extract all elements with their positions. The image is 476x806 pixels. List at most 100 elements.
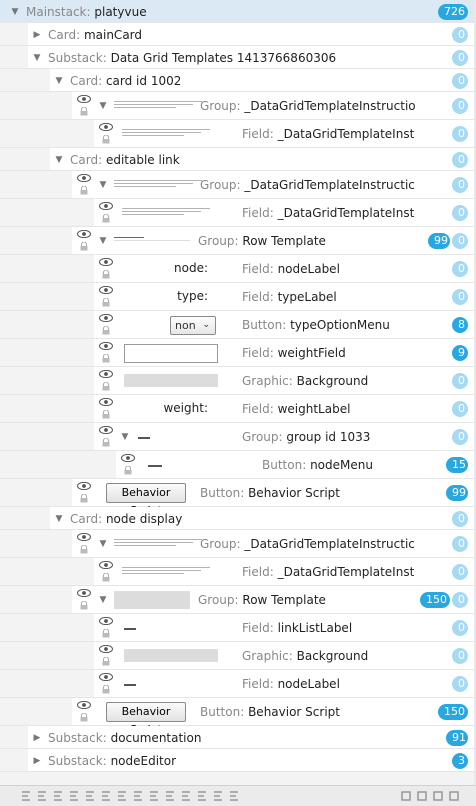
collapse-triangle-icon[interactable]: ▼ bbox=[99, 101, 107, 111]
align-middle-icon[interactable] bbox=[84, 790, 96, 802]
lock-icon[interactable] bbox=[80, 494, 88, 503]
visibility-lock-toggle[interactable] bbox=[76, 479, 92, 507]
visibility-lock-toggle[interactable] bbox=[76, 698, 92, 726]
copy-icon[interactable] bbox=[416, 790, 428, 802]
row-label[interactable]: Substack: nodeEditor bbox=[48, 753, 176, 769]
row-label[interactable]: Button: Behavior Script bbox=[200, 485, 340, 501]
row-label[interactable]: Group: Row Template bbox=[198, 592, 326, 608]
trash-icon[interactable] bbox=[448, 790, 460, 802]
tree-row[interactable]: ▼ Substack: Data Grid Templates 141376686… bbox=[0, 46, 476, 69]
eye-icon[interactable] bbox=[77, 589, 91, 597]
row-label[interactable]: Substack: Data Grid Templates 1413766860… bbox=[48, 50, 336, 66]
row-label[interactable]: Card: editable link bbox=[70, 152, 180, 168]
eye-icon[interactable] bbox=[77, 533, 91, 541]
row-label[interactable]: Group: _DataGridTemplateInstructic bbox=[200, 536, 415, 552]
visibility-lock-toggle[interactable] bbox=[76, 92, 92, 120]
align-left-icon[interactable] bbox=[20, 790, 32, 802]
row-label[interactable]: Group: _DataGridTemplateInstructic bbox=[200, 177, 415, 193]
visibility-lock-toggle[interactable] bbox=[98, 311, 114, 339]
eye-icon[interactable] bbox=[99, 123, 113, 131]
row-label[interactable]: Card: mainCard bbox=[48, 27, 142, 43]
lock-icon[interactable] bbox=[102, 410, 110, 419]
scrollbar[interactable] bbox=[474, 0, 476, 785]
row-label[interactable]: Field: weightLabel bbox=[242, 401, 350, 417]
row-label[interactable]: Button: typeOptionMenu bbox=[242, 317, 390, 333]
row-label[interactable]: Group: _DataGridTemplateInstructions_ bbox=[200, 98, 415, 114]
lock-icon[interactable] bbox=[102, 685, 110, 694]
add-icon[interactable] bbox=[400, 790, 412, 802]
lock-icon[interactable] bbox=[102, 573, 110, 582]
eye-icon[interactable] bbox=[99, 202, 113, 210]
snap-icon[interactable] bbox=[212, 790, 224, 802]
collapse-triangle-icon[interactable]: ▼ bbox=[99, 180, 107, 190]
eye-icon[interactable] bbox=[99, 426, 113, 434]
collapse-triangle-icon[interactable]: ▼ bbox=[99, 539, 107, 549]
group-icon[interactable] bbox=[148, 790, 160, 802]
row-label[interactable]: Card: card id 1002 bbox=[70, 73, 181, 89]
visibility-lock-toggle[interactable] bbox=[98, 120, 114, 148]
align-top-icon[interactable] bbox=[68, 790, 80, 802]
row-label[interactable]: Graphic: Background bbox=[242, 648, 368, 664]
lock-icon[interactable] bbox=[124, 466, 132, 475]
lock-icon[interactable] bbox=[102, 438, 110, 447]
visibility-lock-toggle[interactable] bbox=[98, 283, 114, 311]
collapse-triangle-icon[interactable]: ▼ bbox=[55, 76, 63, 86]
visibility-lock-toggle[interactable] bbox=[98, 614, 114, 642]
eye-icon[interactable] bbox=[99, 286, 113, 294]
align-right-icon[interactable] bbox=[52, 790, 64, 802]
lock-icon[interactable] bbox=[102, 326, 110, 335]
lock-icon[interactable] bbox=[80, 242, 88, 251]
lock-icon[interactable] bbox=[102, 382, 110, 391]
row-label[interactable]: Group: group id 1033 bbox=[242, 429, 370, 445]
lock-icon[interactable] bbox=[102, 270, 110, 279]
visibility-lock-toggle[interactable] bbox=[98, 339, 114, 367]
tree-row[interactable]: Field: _DataGridTemplateInstructions0 bbox=[0, 199, 476, 227]
lock-icon[interactable] bbox=[80, 107, 88, 116]
eye-icon[interactable] bbox=[121, 454, 135, 462]
eye-icon[interactable] bbox=[77, 482, 91, 490]
eye-icon[interactable] bbox=[99, 673, 113, 681]
row-label[interactable]: Field: nodeLabel bbox=[242, 261, 340, 277]
lock-icon[interactable] bbox=[102, 135, 110, 144]
eye-icon[interactable] bbox=[77, 95, 91, 103]
collapse-triangle-icon[interactable]: ▼ bbox=[99, 595, 107, 605]
eye-icon[interactable] bbox=[99, 398, 113, 406]
grid-icon[interactable] bbox=[180, 790, 192, 802]
row-label[interactable]: Button: Behavior Script bbox=[200, 704, 340, 720]
expand-triangle-icon[interactable]: ▶ bbox=[33, 733, 41, 743]
distribute-v-icon[interactable] bbox=[132, 790, 144, 802]
row-label[interactable]: Mainstack: platyvue bbox=[26, 4, 147, 20]
eye-icon[interactable] bbox=[99, 561, 113, 569]
eye-icon[interactable] bbox=[99, 645, 113, 653]
visibility-lock-toggle[interactable] bbox=[98, 642, 114, 670]
distribute-h-icon[interactable] bbox=[116, 790, 128, 802]
visibility-lock-toggle[interactable] bbox=[76, 171, 92, 199]
collapse-triangle-icon[interactable]: ▼ bbox=[33, 53, 41, 63]
visibility-lock-toggle[interactable] bbox=[76, 227, 92, 255]
lock-icon[interactable] bbox=[102, 657, 110, 666]
row-label[interactable]: Field: typeLabel bbox=[242, 289, 337, 305]
delete-icon[interactable] bbox=[432, 790, 444, 802]
row-label[interactable]: Card: node display bbox=[70, 511, 182, 527]
tree-row[interactable]: Field: _DataGridTemplateInstructions0 bbox=[0, 120, 476, 148]
eye-icon[interactable] bbox=[99, 258, 113, 266]
row-label[interactable]: Field: _DataGridTemplateInstructions bbox=[242, 205, 415, 221]
visibility-lock-toggle[interactable] bbox=[98, 558, 114, 586]
collapse-triangle-icon[interactable]: ▼ bbox=[99, 236, 107, 246]
